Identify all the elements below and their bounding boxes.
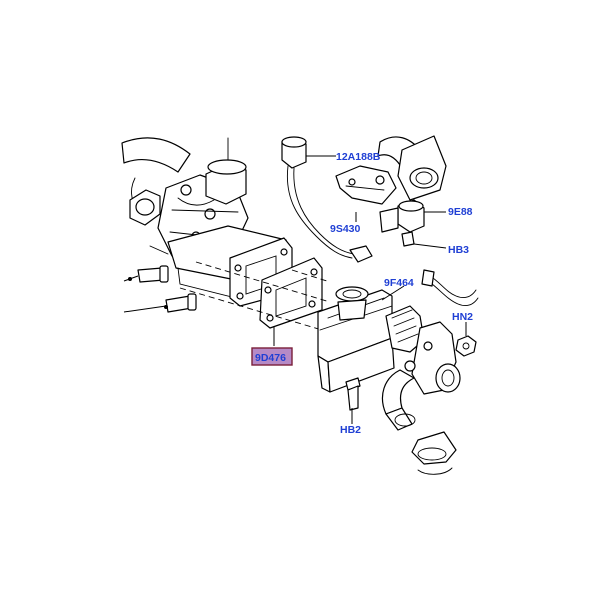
hose-clamp [411, 431, 457, 475]
bolt-hb2 [345, 377, 361, 411]
bolt-lower-left [123, 293, 197, 313]
callout-hb3[interactable]: HB3 [448, 244, 469, 256]
callout-9e88[interactable]: 9E88 [448, 206, 473, 218]
callout-9d476-highlight [251, 347, 293, 366]
upper-right-pipe [377, 135, 447, 201]
callout-hn2[interactable]: HN2 [452, 311, 473, 323]
callout-9d476[interactable]: 9D476 [255, 352, 286, 364]
callout-labels: 12A188B 9E88 9S430 HB3 9F464 HN2 9D476 H… [251, 151, 473, 436]
egr-cooler [317, 286, 461, 431]
leader-lines [273, 155, 467, 424]
nut-hn2 [455, 335, 477, 357]
actuator-9e88 [379, 199, 425, 247]
egr-valve-assembly [129, 137, 291, 299]
bracket-9s430 [335, 165, 397, 205]
alignment-lines [179, 261, 331, 331]
gasket-9d476 [259, 257, 323, 329]
coolant-tube [421, 269, 479, 307]
callout-9f464[interactable]: 9F464 [384, 277, 414, 289]
callout-9s430[interactable]: 9S430 [330, 223, 361, 235]
callout-12a188b[interactable]: 12A188B [336, 151, 381, 163]
bolt-upper-left [123, 265, 169, 283]
callout-hb2[interactable]: HB2 [340, 424, 361, 436]
sensor-with-cable [281, 136, 373, 263]
